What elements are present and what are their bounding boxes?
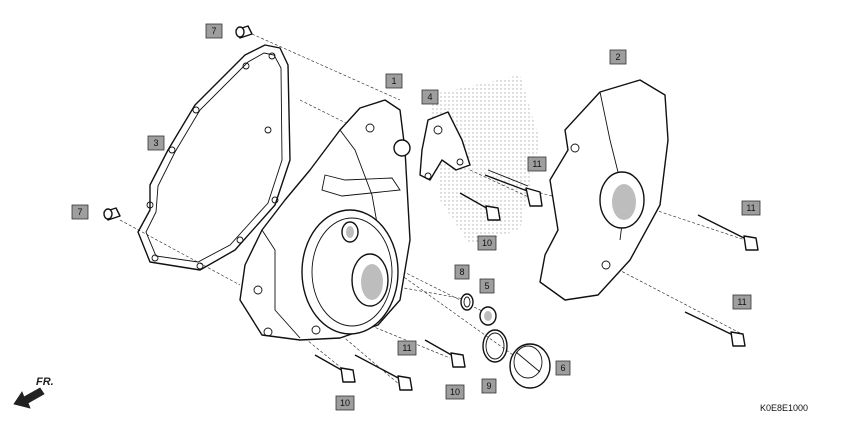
- callout-4: 4: [421, 89, 439, 105]
- bolt-11-b: [697, 214, 759, 251]
- gasket-part-3: [137, 44, 291, 271]
- svg-text:11: 11: [532, 159, 541, 169]
- bolt-10-a: [459, 192, 501, 221]
- callout-8: 8: [454, 264, 470, 280]
- callout-3: 3: [147, 135, 165, 151]
- svg-text:1: 1: [391, 76, 396, 86]
- front-direction-label: FR.: [36, 376, 54, 388]
- halftone-shading: [430, 75, 540, 245]
- callout-1: 1: [385, 73, 403, 89]
- callout-7-upper: 7: [205, 23, 223, 39]
- callout-6: 6: [555, 360, 571, 376]
- svg-text:7: 7: [211, 26, 216, 36]
- dowel-pin-lower: [103, 207, 121, 221]
- callout-2: 2: [609, 49, 627, 65]
- svg-text:7: 7: [77, 207, 82, 217]
- svg-text:3: 3: [153, 138, 158, 148]
- callout-11-right-upper: 11: [741, 200, 761, 216]
- svg-text:11: 11: [402, 343, 411, 353]
- bolt-11-d: [354, 354, 413, 391]
- dowel-pin-upper: [235, 25, 253, 39]
- bolt-11-a: [484, 169, 543, 207]
- bolt-10-c: [424, 339, 466, 368]
- svg-text:10: 10: [340, 398, 350, 408]
- callout-10-bottom-mid: 10: [445, 384, 465, 400]
- svg-text:5: 5: [484, 281, 489, 291]
- outer-cover-part-2: [539, 79, 669, 301]
- svg-text:11: 11: [737, 297, 746, 307]
- callout-11-bottom: 11: [397, 340, 417, 356]
- svg-text:6: 6: [560, 363, 565, 373]
- callout-7-lower: 7: [71, 204, 89, 220]
- callout-5: 5: [479, 278, 495, 294]
- gasket-inner-edge: [145, 52, 283, 263]
- bracket-part-4: [419, 111, 471, 181]
- callout-9: 9: [481, 378, 497, 394]
- callout-10-mid: 10: [477, 235, 497, 251]
- front-direction-arrow-icon: [13, 387, 45, 409]
- callout-11-top: 11: [527, 156, 547, 172]
- gasket-bolt-holes: [146, 52, 279, 270]
- svg-text:11: 11: [746, 203, 755, 213]
- svg-text:2: 2: [615, 52, 620, 62]
- svg-text:10: 10: [482, 238, 492, 248]
- cap-part-6: [509, 343, 551, 389]
- callout-11-right-lower: 11: [732, 294, 752, 310]
- plug-part-5: [479, 306, 497, 326]
- svg-text:10: 10: [450, 387, 460, 397]
- washer-part-8: [460, 293, 474, 311]
- o-ring-part-9: [482, 329, 508, 363]
- bolt-11-c: [684, 311, 746, 347]
- crankcase-cover-part-1: [239, 99, 411, 341]
- svg-text:4: 4: [427, 92, 432, 102]
- svg-text:9: 9: [486, 381, 491, 391]
- callout-10-bottom-left: 10: [335, 395, 355, 411]
- diagram-reference-code: K0E8E1000: [759, 403, 808, 413]
- svg-text:8: 8: [459, 267, 464, 277]
- bolt-10-b: [314, 354, 356, 383]
